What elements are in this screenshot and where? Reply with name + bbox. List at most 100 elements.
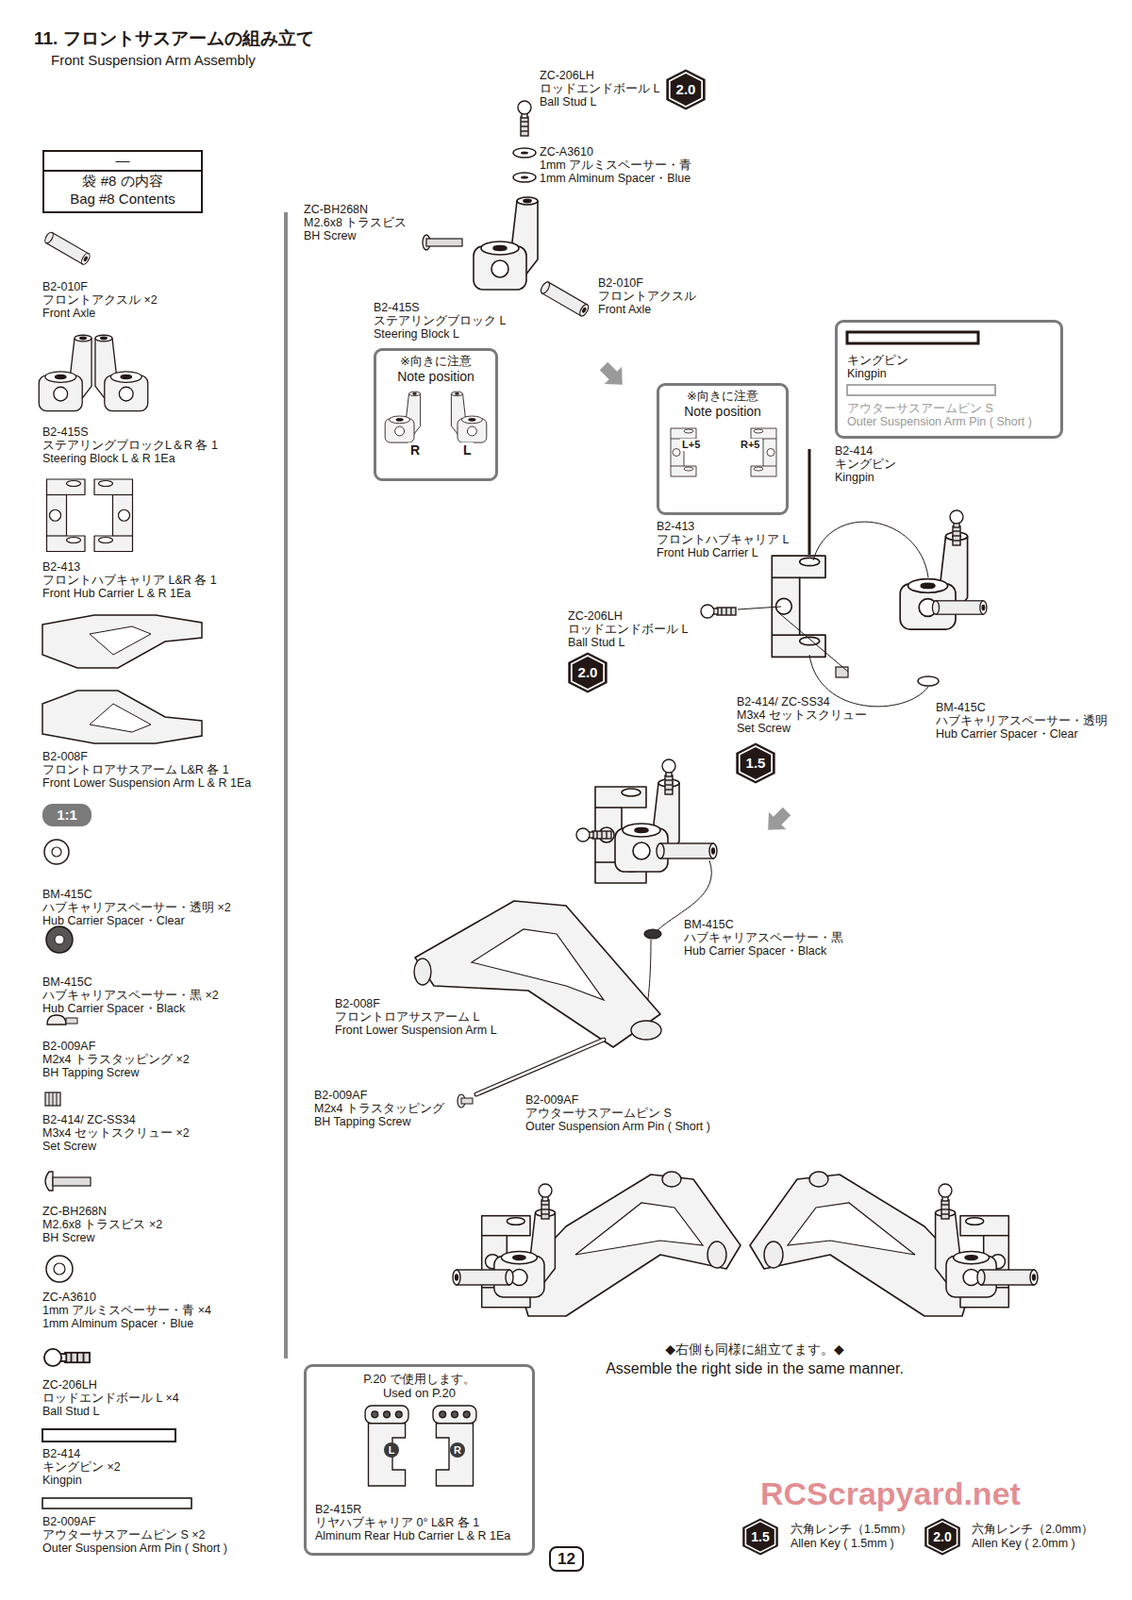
part-label: Hub Carrier Spacer・Black	[42, 1001, 185, 1016]
part-label: BH Tapping Screw	[42, 1065, 140, 1080]
note-box: ※向きに注意Note positionR L	[373, 348, 499, 482]
node-text: 2.0	[578, 664, 599, 681]
part-label: M2.6x8 トラスビス ×2	[42, 1217, 163, 1232]
part-label: Steering Block L & R 1Ea	[42, 451, 176, 466]
part-label: ◆右側も同様に組立てます。◆	[665, 1341, 845, 1357]
allen-key-badge: 1.5	[734, 742, 777, 784]
part-label: Kingpin	[834, 470, 875, 484]
part-label: ZC-A3610	[539, 145, 594, 159]
watermark: RCScrapyard.net	[760, 1475, 1021, 1513]
part-label: B2-009AF	[42, 1039, 96, 1053]
part-label: B2-009AF	[525, 1093, 579, 1107]
node-text: R+5	[738, 438, 763, 451]
part-label: ZC-206LH	[567, 609, 623, 623]
node-text: キングピン	[847, 353, 909, 367]
part-label: M2x4 トラスタッピング	[314, 1101, 445, 1116]
part-label: BH Screw	[42, 1231, 96, 1245]
part-label: B2-009AF	[42, 1514, 96, 1529]
part-label: Front Axle	[598, 302, 651, 317]
part-label: 1mm Alminum Spacer・Blue	[42, 1316, 194, 1331]
part-label: フロントハブキャリア L	[656, 532, 789, 547]
node-text: L+5	[680, 438, 702, 451]
node-text: —	[116, 151, 131, 168]
part-label: キングピン ×2	[42, 1460, 121, 1474]
part-label: Front Hub Carrier L & R 1Ea	[42, 586, 191, 600]
part-label: Assemble the right side in the same mann…	[605, 1360, 904, 1378]
part-label: M3x4 セットスクリュー	[736, 708, 867, 722]
part-label: ロッドエンドボール L ×4	[42, 1391, 180, 1405]
part-label: M2.6x8 トラスビス	[303, 216, 407, 230]
part-label: アウターサスアームピン S	[525, 1106, 672, 1120]
part-label: Set Screw	[42, 1139, 97, 1153]
node-text: 袋 #8 の内容	[82, 172, 163, 189]
note-box: ※向きに注意Note positionL+5 R+5	[656, 382, 789, 516]
node-text: Note position	[683, 403, 762, 419]
node-text: ※向きに注意	[686, 389, 759, 404]
page-title: 11. フロントサスアームの組み立て	[33, 28, 315, 50]
part-label: Steering Block L	[373, 327, 460, 341]
node-text: 1.5	[750, 1529, 769, 1545]
part-label: Hub Carrier Spacer・Clear	[935, 727, 1079, 741]
part-label: ZC-BH268N	[42, 1204, 107, 1218]
node-text: L	[383, 1442, 400, 1458]
part-label: BM-415C	[42, 887, 93, 901]
allen-key-badge: 2.0	[566, 651, 609, 694]
part-label: 1mm アルミスペーサー・青	[539, 158, 692, 172]
node-text: R	[408, 442, 422, 458]
part-label: ZC-A3610	[42, 1290, 97, 1304]
part-label: B2-010F	[598, 276, 644, 290]
part-label: ZC-BH268N	[303, 202, 368, 217]
part-label: Ball Stud L	[42, 1404, 100, 1418]
allen-key-badge: 2.0	[923, 1517, 962, 1556]
scale-badge: 1:1	[42, 803, 92, 827]
part-label: B2-414	[834, 444, 873, 458]
part-label: M3x4 セットスクリュー ×2	[42, 1126, 190, 1140]
node-text: ※向きに注意	[399, 354, 472, 369]
part-label: Outer Suspension Arm Pin ( Short )	[525, 1119, 711, 1133]
part-label: 1mm Alminum Spacer・Blue	[539, 171, 691, 185]
part-label: M2x4 トラスタッピング ×2	[42, 1052, 190, 1066]
part-label: B2-414	[42, 1447, 81, 1461]
part-label: フロントアクスル	[598, 289, 697, 303]
part-label: Allen Key ( 2.0mm )	[971, 1536, 1076, 1550]
node-text: P.20 で使用します。	[363, 1372, 476, 1386]
part-label: ZC-206LH	[42, 1378, 98, 1392]
part-label: B2-413	[42, 560, 81, 574]
part-label: ステアリングブロック L	[373, 314, 506, 328]
divider	[44, 169, 201, 172]
part-label: B2-414/ ZC-SS34	[736, 695, 831, 709]
part-label: フロントロアサスアーム L&R 各 1	[42, 763, 230, 777]
used-on-p20-box: P.20 で使用します。Used on P.20LRB2-415Rリヤハブキャリ…	[303, 1364, 535, 1556]
part-label: Ball Stud L	[539, 95, 597, 109]
part-label: BH Screw	[303, 229, 357, 243]
part-label: B2-415S	[42, 425, 89, 439]
part-label: フロントハブキャリア L&R 各 1	[42, 573, 217, 587]
node-text: 1.5	[746, 754, 766, 771]
allen-key-badge: 2.0	[665, 68, 707, 111]
node-text: 2.0	[932, 1529, 951, 1545]
part-label: BM-415C	[42, 975, 93, 989]
part-label: Hub Carrier Spacer・Black	[683, 944, 827, 958]
node-text: Note position	[397, 368, 475, 384]
node-text: L	[461, 442, 474, 458]
node-text: Kingpin	[847, 366, 887, 381]
part-label: Set Screw	[736, 721, 791, 735]
node-text: Bag #8 Contents	[69, 190, 176, 207]
part-label: Front Lower Suspension Arm L	[334, 1023, 498, 1037]
page-number: 12	[549, 1546, 584, 1572]
part-label: ハブキャリアスペーサー・透明	[935, 714, 1108, 728]
allen-key-badge: 1.5	[741, 1517, 780, 1556]
part-label: B2-413	[656, 519, 695, 533]
part-label: フロントロアサスアーム L	[334, 1010, 480, 1024]
part-label: Front Suspension Arm Assembly	[50, 51, 256, 68]
part-label: B2-009AF	[314, 1088, 367, 1102]
part-label: Hub Carrier Spacer・Clear	[42, 914, 185, 928]
part-label: BM-415C	[683, 917, 734, 932]
part-label: Kingpin	[42, 1473, 83, 1487]
part-label: Ball Stud L	[567, 635, 625, 650]
part-label: ハブキャリアスペーサー・黒	[683, 931, 844, 945]
part-label: 1mm アルミスペーサー・青 ×4	[42, 1303, 212, 1317]
part-label: BM-415C	[935, 700, 986, 715]
